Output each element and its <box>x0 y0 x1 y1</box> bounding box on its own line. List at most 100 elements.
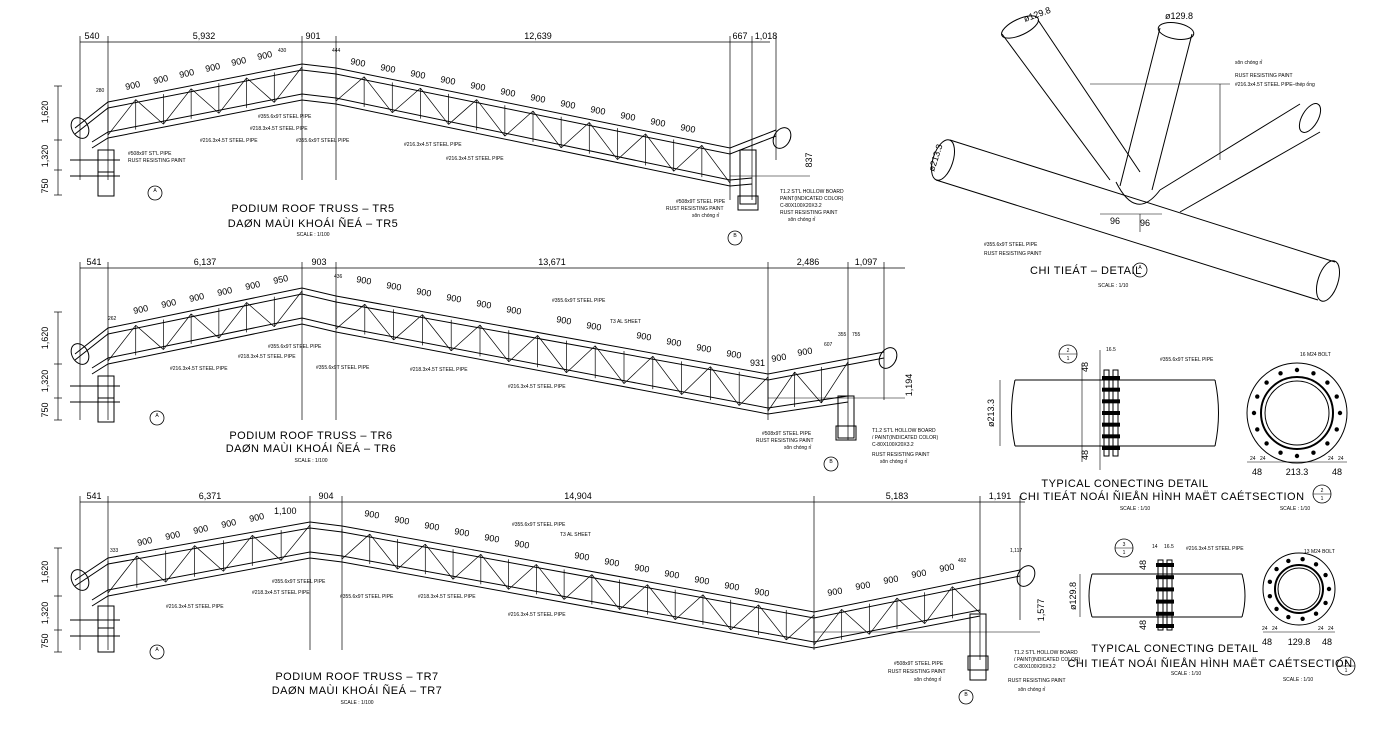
flange-dim: 24 <box>1328 626 1334 632</box>
truss-diagonal-member <box>813 609 842 646</box>
truss-tr6-chords <box>74 287 885 415</box>
bolt-icon <box>1156 587 1174 592</box>
detail-2-dim-top: 48 <box>1080 362 1090 372</box>
flange-dim: 213.3 <box>1286 467 1309 477</box>
truss-tr6-extra-label: 931 <box>750 358 765 368</box>
flange-dim: 129.8 <box>1288 637 1311 647</box>
truss-diagonal-member <box>566 345 596 373</box>
flange-dim: 24 <box>1262 626 1268 632</box>
truss-tr5-panel-label: 900 <box>410 68 427 81</box>
truss-diagonal-member <box>422 314 452 352</box>
truss-diagonal-member <box>190 313 220 339</box>
truss-tr5-column-note: RUST RESISTING PAINT <box>128 158 186 164</box>
callout-sheet: 1 <box>1345 668 1348 674</box>
truss-tr5-pipe-label: #216.3x4.5T STEEL PIPE <box>446 156 504 162</box>
truss-tr5-panel-labels: 280 900 900 900 900 900 900 430 444 900 … <box>96 48 696 135</box>
bolt-icon <box>1334 394 1339 399</box>
flange-dim: 24 <box>1318 626 1324 632</box>
callout-letter: A <box>153 188 157 194</box>
flange-dim: 24 <box>1328 456 1334 462</box>
truss-diagonal-member <box>135 325 164 350</box>
truss-diagonal-member <box>252 535 282 561</box>
truss-tr7-panel-label: 900 <box>364 508 381 520</box>
bolt-icon <box>1334 427 1339 432</box>
truss-tr6-dim-1: 6,137 <box>194 257 217 267</box>
truss-diagonal-member <box>619 584 648 610</box>
detail-a-dia-right: ø129.8 <box>1165 11 1193 21</box>
truss-diagonal-member <box>107 99 136 136</box>
detail-3-section-callout: 3 1 <box>1336 656 1356 676</box>
truss-diagonal-member <box>480 554 509 590</box>
callout-sheet: 1 <box>1123 550 1126 556</box>
truss-diagonal-member <box>508 564 537 590</box>
bolt-icon <box>1337 410 1343 416</box>
detail-2-dia: ø213.3 <box>986 399 996 427</box>
truss-tr5-pipe-label: #355.6x9T STEEL PIPE <box>258 114 312 120</box>
truss-tr7-panel-label: 900 <box>424 520 441 532</box>
truss-tr6-board-note: C-80X100X20X3.2 <box>872 442 914 448</box>
truss-tr5-panel-label: 900 <box>590 104 607 117</box>
bolt-icon <box>1300 557 1305 562</box>
truss-tr5-end-left <box>70 117 120 197</box>
truss-diagonal-member <box>623 355 654 384</box>
truss-tr5-board-note: sôn chóng rỉ <box>788 216 816 223</box>
truss-tr6-panel-label: 900 <box>386 280 403 292</box>
truss-tr5-panel-label: 900 <box>350 56 367 69</box>
truss-tr6-panel-label: 900 <box>666 336 683 348</box>
truss-tr6-scale: SCALE : 1/100 <box>294 458 327 464</box>
truss-tr6-pipe-label: #218.3x4.5T STEEL PIPE <box>410 367 468 373</box>
truss-tr7-pipe-label: #218.3x4.5T STEEL PIPE <box>418 594 476 600</box>
truss-tr7: 541 6,371 904 14,904 5,183 1,191 1,620 1… <box>40 491 1081 706</box>
bolt-icon <box>1156 563 1174 567</box>
truss-tr5-panel-label: 900 <box>178 67 195 80</box>
truss-tr7-end-right <box>967 565 1036 681</box>
truss-tr5-title: PODIUM ROOF TRUSS – TR5 <box>231 203 394 215</box>
bolt-icon <box>1300 616 1305 621</box>
truss-diagonal-member <box>107 325 136 362</box>
truss-tr5-panel-label: 900 <box>204 61 221 74</box>
bolt-icon <box>1264 441 1269 446</box>
truss-tr6-pipe-note: RUST RESISTING PAINT <box>756 438 814 444</box>
truss-tr5-panel-label: 900 <box>560 98 577 111</box>
truss-tr6-pipe-label: #355.6x9T STEEL PIPE <box>268 344 322 350</box>
bolt-icon <box>1251 410 1257 416</box>
truss-tr5-web <box>107 66 731 184</box>
truss-diagonal-member <box>397 543 426 570</box>
truss-tr7-height-0: 1,620 <box>40 561 50 584</box>
truss-diagonal-member <box>896 597 925 624</box>
truss-diagonal-member <box>274 290 303 327</box>
truss-tr6-dimension-line <box>54 262 905 440</box>
bolt-icon <box>1278 371 1283 376</box>
truss-tr7-panel-label: 900 <box>514 538 531 550</box>
truss-diagonal-member <box>869 597 898 635</box>
flange-dim: 24 <box>1250 456 1256 462</box>
bolt-icon <box>1102 399 1120 404</box>
detail-a-pipe-note: #355.6x9T STEEL PIPE <box>984 242 1038 248</box>
bolt-icon <box>1156 575 1174 580</box>
truss-tr6-pipe-label: #218.3x4.5T STEEL PIPE <box>238 354 296 360</box>
truss-tr7-panel-label: 900 <box>220 517 237 530</box>
truss-tr6-panel-label: 900 <box>586 320 603 332</box>
truss-tr7-panel-labels: 333 900 900 900 900 900 1,100 900 900 90… <box>110 506 1022 599</box>
truss-tr7-panel-label: 900 <box>604 556 621 568</box>
truss-tr7-height-2: 750 <box>40 633 50 648</box>
detail-3-flange-view <box>1262 552 1336 626</box>
truss-tr7-panel-label: 900 <box>484 532 501 544</box>
truss-diagonal-member <box>452 554 482 580</box>
flange-subdim: 48 <box>1252 467 1262 477</box>
bolt-icon <box>1325 441 1330 446</box>
detail-3-bolt-label: 13 M24 BOLT <box>1304 549 1335 555</box>
detail-2-bolt-label: 16 M24 BOLT <box>1300 352 1331 358</box>
truss-tr6-board-note: / PAINT(INDICATED COLOR) <box>872 435 939 441</box>
detail-2-bolts-side <box>1102 376 1120 450</box>
truss-tr6-extra-label: 607 <box>824 342 833 348</box>
truss-tr7-panel-label: 900 <box>883 574 900 586</box>
truss-tr5-dim-0: 540 <box>84 31 99 41</box>
detail-3-dim-bot: 48 <box>1138 620 1148 630</box>
truss-diagonal-member <box>821 361 849 404</box>
bolt-icon <box>1264 380 1269 385</box>
bolt-icon <box>1274 606 1279 612</box>
bolt-icon <box>1325 380 1330 385</box>
truss-tr7-panel-label: 900 <box>192 523 209 536</box>
truss-diagonal-member <box>363 76 393 113</box>
